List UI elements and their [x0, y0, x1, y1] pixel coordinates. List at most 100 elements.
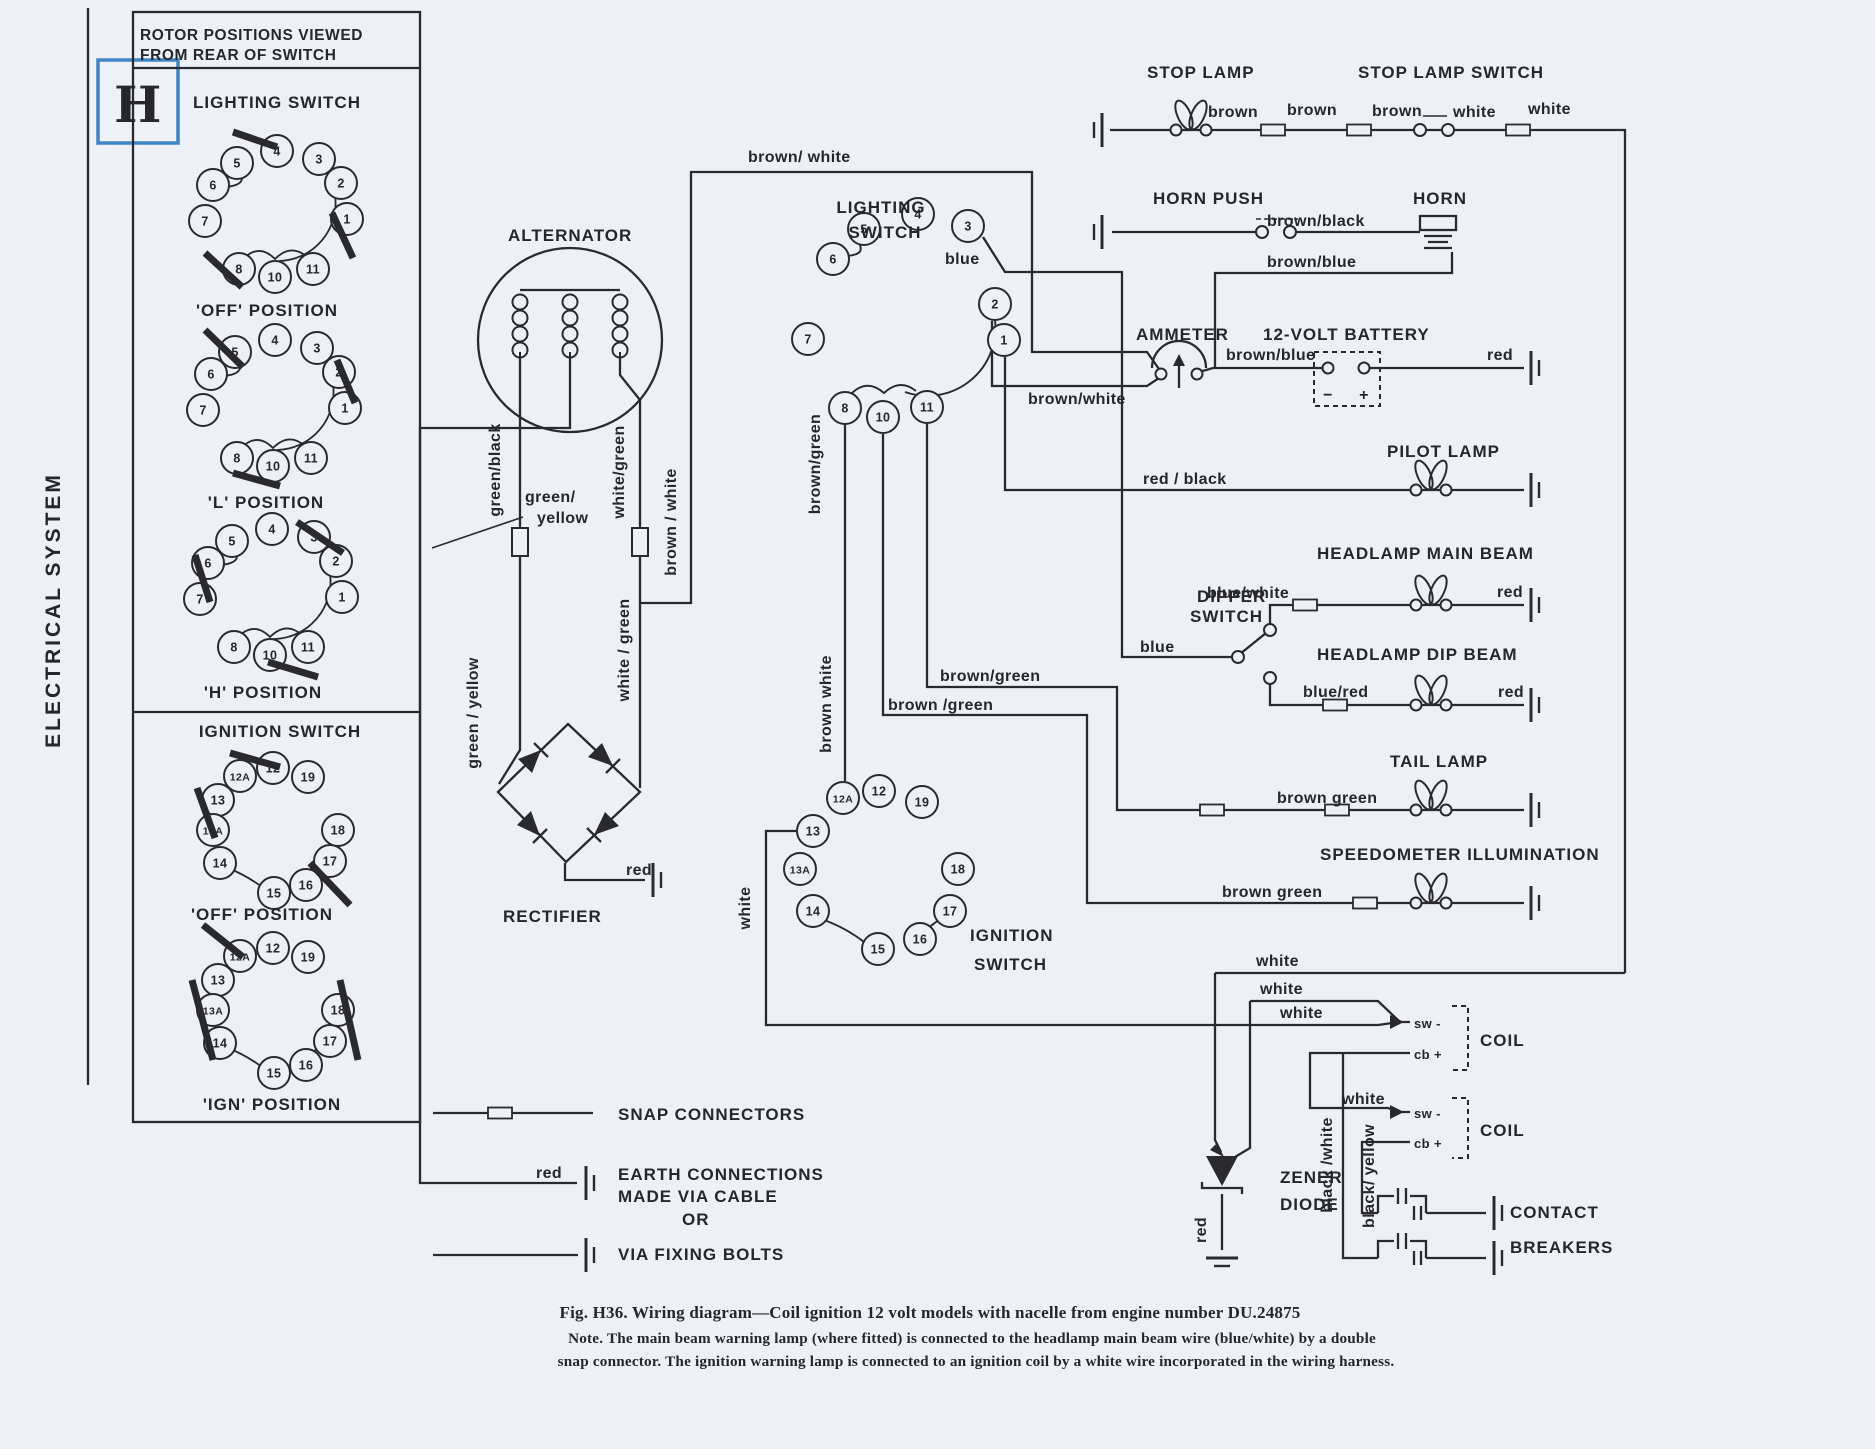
- terminal-circle: [1321, 361, 1335, 375]
- terminal-number: 12: [266, 942, 281, 956]
- rotor-contact-bar: [200, 922, 246, 960]
- battery-title: 12-VOLT BATTERY: [1263, 325, 1430, 344]
- speedometer-title: SPEEDOMETER ILLUMINATION: [1320, 845, 1600, 864]
- contact-terminal: [1263, 623, 1277, 637]
- earth-connection-icon: [1092, 215, 1104, 249]
- switch-terminal: [796, 894, 830, 928]
- terminal-number: 4: [271, 334, 278, 348]
- label-white-green-a: white/green: [611, 425, 628, 519]
- terminal-number: 3: [313, 342, 320, 356]
- switch-terminal: [324, 166, 358, 200]
- switch-terminal: [933, 894, 967, 928]
- switch-terminal: [901, 197, 935, 231]
- label-brown-white-ammeter: brown/white: [1028, 391, 1126, 408]
- snap-connector-icon: [1324, 803, 1350, 817]
- legend-red: red: [536, 1165, 562, 1182]
- terminal-number: 5: [860, 223, 867, 237]
- label-white-rot: white: [737, 887, 754, 931]
- coil-2-title: COIL: [1480, 1121, 1525, 1140]
- switch-terminal: [951, 209, 985, 243]
- terminal-number: 8: [235, 263, 242, 277]
- coil-2-cb-terminal: cb +: [1414, 1136, 1442, 1151]
- rotor-contact-bar: [333, 358, 359, 405]
- wire-arrowhead-coil2: [1390, 1105, 1404, 1119]
- rotor-panel-header-1: ROTOR POSITIONS VIEWED: [140, 27, 363, 44]
- label-off-position-lighting: 'OFF' POSITION: [196, 301, 338, 320]
- terminal-circle: [1154, 367, 1168, 381]
- rotor-contact-bar: [191, 553, 214, 604]
- terminal-number: 7: [804, 333, 811, 347]
- legend-fixing-bolts: VIA FIXING BOLTS: [618, 1245, 784, 1264]
- rotor-contact-bar: [295, 519, 345, 556]
- coil-1-cb-terminal: cb +: [1414, 1047, 1442, 1062]
- dipper-title-2: SWITCH: [1190, 607, 1263, 626]
- label-red-black: red / black: [1143, 471, 1227, 488]
- rotor-contact-bar: [232, 469, 281, 490]
- switch-terminal: [325, 580, 359, 614]
- switch-terminal: [289, 868, 323, 902]
- terminal-number: 1: [338, 591, 345, 605]
- switch-terminal: [223, 759, 257, 793]
- switch-terminal: [862, 774, 896, 808]
- terminal-number: 8: [233, 452, 240, 466]
- horn-title: HORN: [1413, 189, 1467, 208]
- stop-lamp-title: STOP LAMP: [1147, 63, 1255, 82]
- terminal-number: 11: [304, 452, 318, 466]
- terminal-number: 12A: [833, 794, 853, 806]
- terminal-number: 19: [301, 951, 316, 965]
- rotor-contact-bar: [231, 128, 279, 151]
- label-brown-2: brown: [1287, 102, 1337, 119]
- chapter-tab: H: [96, 58, 180, 145]
- terminal-number: 2: [337, 177, 344, 191]
- earth-connection-icon: [1206, 1256, 1238, 1268]
- rotor-contact-bar: [202, 327, 246, 370]
- terminal-number: 17: [323, 855, 338, 869]
- lamp-bulb-symbol: [1409, 459, 1453, 497]
- snap-connector-icon: [487, 1106, 513, 1120]
- rotor-contact-bar: [307, 860, 353, 908]
- label-brown-white-rot2: brown white: [818, 655, 835, 753]
- snap-connector-icon: [1346, 123, 1372, 137]
- label-brown-blue-battery: brown/blue: [1226, 347, 1315, 364]
- earth-connection-icon: [1529, 588, 1541, 622]
- switch-terminal: [783, 852, 817, 886]
- terminal-number: 14: [213, 1037, 228, 1051]
- terminal-number: 10: [266, 460, 281, 474]
- lamp-bulb-symbol: [1409, 674, 1453, 712]
- switch-terminal: [866, 400, 900, 434]
- terminal-number: 19: [915, 796, 930, 810]
- terminal-number: 10: [263, 649, 278, 663]
- terminal-number: 8: [841, 402, 848, 416]
- chapter-title: ELECTRICAL SYSTEM: [42, 472, 65, 748]
- rotor-contact-bar: [266, 658, 320, 681]
- switch-terminal: [188, 204, 222, 238]
- contact-terminal: [1263, 671, 1277, 685]
- snap-connector-icon: [1505, 123, 1531, 137]
- alternator-symbol: [476, 246, 664, 434]
- switch-terminal: [194, 357, 228, 391]
- switch-terminal: [256, 931, 290, 965]
- panel-ignition-title: IGNITION SWITCH: [199, 722, 361, 741]
- terminal-number: 14: [213, 857, 228, 871]
- label-blue-white: blue/white: [1207, 585, 1289, 602]
- terminal-number: 10: [268, 271, 283, 285]
- battery-symbol: − +: [1313, 351, 1381, 407]
- terminal-number: 15: [267, 887, 282, 901]
- switch-terminal: [218, 335, 252, 369]
- label-brown-white-rot: brown / white: [663, 468, 680, 575]
- lamp-bulb-symbol: [1409, 872, 1453, 910]
- terminal-number: 5: [231, 346, 238, 360]
- rotor-contact-bar: [188, 979, 217, 1061]
- earth-connection-icon: [1529, 351, 1541, 385]
- switch-terminal: [255, 512, 289, 546]
- caption-line-1: Fig. H36. Wiring diagram—Coil ignition 1…: [560, 1303, 1301, 1322]
- terminal-number: 4: [273, 145, 280, 159]
- lead-connector-icon: [511, 527, 529, 557]
- rotor-contact-bar: [328, 211, 357, 260]
- chapter-tab-letter: H: [114, 75, 162, 134]
- wire-arrowhead-coil1: [1390, 1015, 1404, 1029]
